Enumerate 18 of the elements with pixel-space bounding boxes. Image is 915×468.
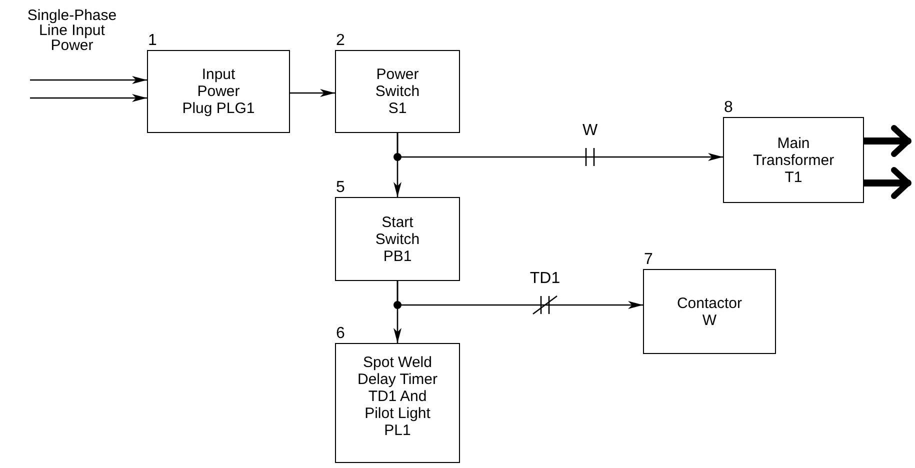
block-number: 1 bbox=[148, 33, 157, 49]
arrow bbox=[30, 94, 147, 102]
block-label: Input Power Plug PLG1 bbox=[181, 66, 256, 117]
block-number: 6 bbox=[336, 326, 345, 342]
arrow bbox=[30, 76, 147, 84]
arrow bbox=[290, 89, 335, 97]
input-label: Single-Phase Line Input Power bbox=[26, 8, 118, 53]
block-number: 8 bbox=[724, 100, 733, 116]
arrow bbox=[396, 281, 643, 309]
arrow bbox=[396, 133, 723, 161]
block-number: 5 bbox=[336, 180, 345, 196]
block-label: Spot Weld Delay Timer TD1 And Pilot Light PL1 bbox=[356, 354, 439, 439]
block-label: Power Switch S1 bbox=[374, 66, 421, 117]
block-number: 7 bbox=[644, 252, 653, 268]
block-label: Main Transformer T1 bbox=[752, 134, 836, 186]
block-label: Contactor W bbox=[676, 294, 744, 328]
block-number: 2 bbox=[336, 33, 345, 49]
block-label: Start Switch PB1 bbox=[374, 214, 421, 264]
